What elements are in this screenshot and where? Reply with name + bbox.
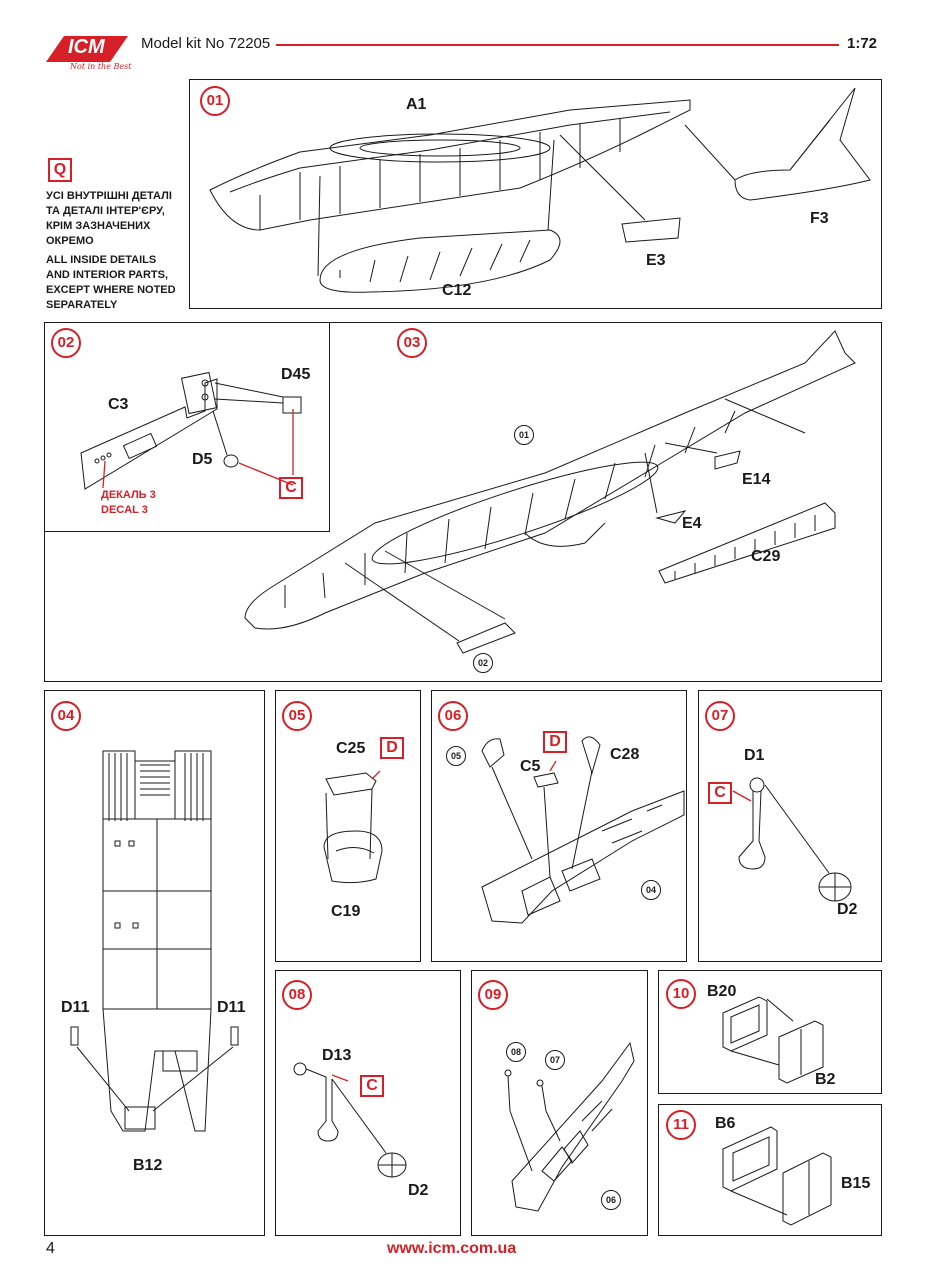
- paint-code-d: D: [380, 737, 404, 759]
- step-09-drawing: [504, 1041, 635, 1212]
- step-07-drawing: [732, 777, 852, 902]
- part-label-d45: D45: [281, 366, 311, 383]
- step-07-panel: 07 D1 C D2: [698, 690, 882, 962]
- ref-06: 06: [601, 1190, 621, 1210]
- ref-01: 01: [514, 425, 534, 445]
- kit-scale: 1:72: [847, 35, 878, 52]
- step-06-drawing: [481, 736, 685, 924]
- ref-02: 02: [473, 653, 493, 673]
- step-08-badge: 08: [282, 980, 312, 1010]
- part-label-d2: D2: [408, 1182, 429, 1199]
- step-03-badge: 03: [397, 328, 427, 358]
- part-label-c3: C3: [108, 396, 129, 413]
- legend-ua-line: ОКРЕМО: [46, 235, 94, 247]
- step-04-drawing: [70, 750, 239, 1132]
- part-label-c29: C29: [751, 548, 781, 565]
- step-06-badge: 06: [438, 701, 468, 731]
- ref-04: 04: [641, 880, 661, 900]
- step-05-drawing: [323, 770, 383, 884]
- part-label-d13: D13: [322, 1047, 352, 1064]
- legend-ua-line: ТА ДЕТАЛІ ІНТЕР'ЄРУ,: [46, 205, 165, 217]
- step-06-panel: 06 05 04 C5 D C28: [431, 690, 687, 962]
- legend-en-line: SEPARATELY: [46, 299, 118, 311]
- decal-ua: ДЕКАЛЬ 3: [101, 489, 156, 501]
- legend-ua-line: УСІ ВНУТРІШНІ ДЕТАЛІ: [46, 190, 172, 202]
- legend-en-line: ALL INSIDE DETAILS: [46, 254, 157, 266]
- step-11-panel: 11 B6 B15: [658, 1104, 882, 1236]
- part-label-e3: E3: [646, 252, 666, 269]
- header-rule: [276, 44, 839, 46]
- step-11-drawing: [722, 1126, 832, 1226]
- part-label-d11-right: D11: [217, 999, 246, 1016]
- brand-tagline: Not in the Best: [70, 62, 132, 71]
- step-05-badge: 05: [282, 701, 312, 731]
- part-label-f3: F3: [810, 210, 829, 227]
- part-label-d1: D1: [744, 747, 765, 764]
- part-label-b12: B12: [133, 1157, 163, 1174]
- website-link[interactable]: www.icm.com.ua: [387, 1240, 517, 1257]
- legend-ua: УСІ ВНУТРІШНІ ДЕТАЛІ ТА ДЕТАЛІ ІНТЕР'ЄРУ…: [46, 189, 172, 249]
- decal-en: DECAL 3: [101, 504, 148, 516]
- step-08-panel: 08 D13 C D2: [275, 970, 461, 1236]
- step-05-panel: 05 C25 D C19: [275, 690, 421, 962]
- paint-code-q: Q: [48, 158, 72, 182]
- step-02-drawing: [80, 371, 302, 490]
- part-label-c12: C12: [442, 282, 472, 299]
- paint-code-d: D: [543, 731, 567, 753]
- part-label-e14: E14: [742, 471, 771, 488]
- part-label-c28: C28: [610, 746, 640, 763]
- legend-en-line: EXCEPT WHERE NOTED: [46, 284, 176, 296]
- paint-code-c: C: [708, 782, 732, 804]
- legend-ua-line: КРІМ ЗАЗНАЧЕНИХ: [46, 220, 151, 232]
- part-label-d2: D2: [837, 901, 858, 918]
- part-label-d5: D5: [192, 451, 213, 468]
- brand-logo: ICM Not in the Best: [40, 28, 132, 76]
- step-10-drawing: [722, 996, 824, 1084]
- step-10-panel: 10 B20 B2: [658, 970, 882, 1094]
- part-label-c5: C5: [520, 758, 541, 775]
- part-label-b15: B15: [841, 1175, 871, 1192]
- step-08-drawing: [293, 1062, 407, 1178]
- paint-code-c: C: [279, 477, 303, 499]
- step-11-badge: 11: [666, 1110, 696, 1140]
- step-09-badge: 09: [478, 980, 508, 1010]
- step-03-drawing: [244, 330, 856, 654]
- part-label-a1: A1: [406, 96, 427, 113]
- part-label-b20: B20: [707, 983, 737, 1000]
- kit-title: Model kit No 72205: [141, 35, 271, 52]
- brand-logo-text: ICM: [68, 36, 105, 58]
- part-label-c19: C19: [331, 903, 361, 920]
- paint-code-c: C: [360, 1075, 384, 1097]
- part-label-b6: B6: [715, 1115, 736, 1132]
- legend-en: ALL INSIDE DETAILS AND INTERIOR PARTS, E…: [46, 253, 176, 313]
- brand-logo-shape: [46, 36, 128, 62]
- step-01-badge: 01: [200, 86, 230, 116]
- ref-08: 08: [506, 1042, 526, 1062]
- part-label-c25: C25: [336, 740, 366, 757]
- step-09-panel: 09 08 07 06: [471, 970, 648, 1236]
- page-number: 4: [46, 1240, 55, 1257]
- part-label-b2: B2: [815, 1071, 836, 1088]
- legend-en-line: AND INTERIOR PARTS,: [46, 269, 169, 281]
- step-02-badge: 02: [51, 328, 81, 358]
- ref-07: 07: [545, 1050, 565, 1070]
- step-07-badge: 07: [705, 701, 735, 731]
- step-10-badge: 10: [666, 979, 696, 1009]
- part-label-d11-left: D11: [61, 999, 90, 1016]
- part-label-e4: E4: [682, 515, 702, 532]
- step-02-panel: 02 C3 D45 D5 C ДЕКАЛЬ 3 DECAL 3: [44, 322, 330, 532]
- step-01-drawing: [209, 87, 871, 293]
- step-04-badge: 04: [51, 701, 81, 731]
- step-04-panel: 04 D11 D11 B12: [44, 690, 265, 1236]
- ref-05: 05: [446, 746, 466, 766]
- step-01-panel: 01 A1 E3 F3 C12: [189, 79, 882, 309]
